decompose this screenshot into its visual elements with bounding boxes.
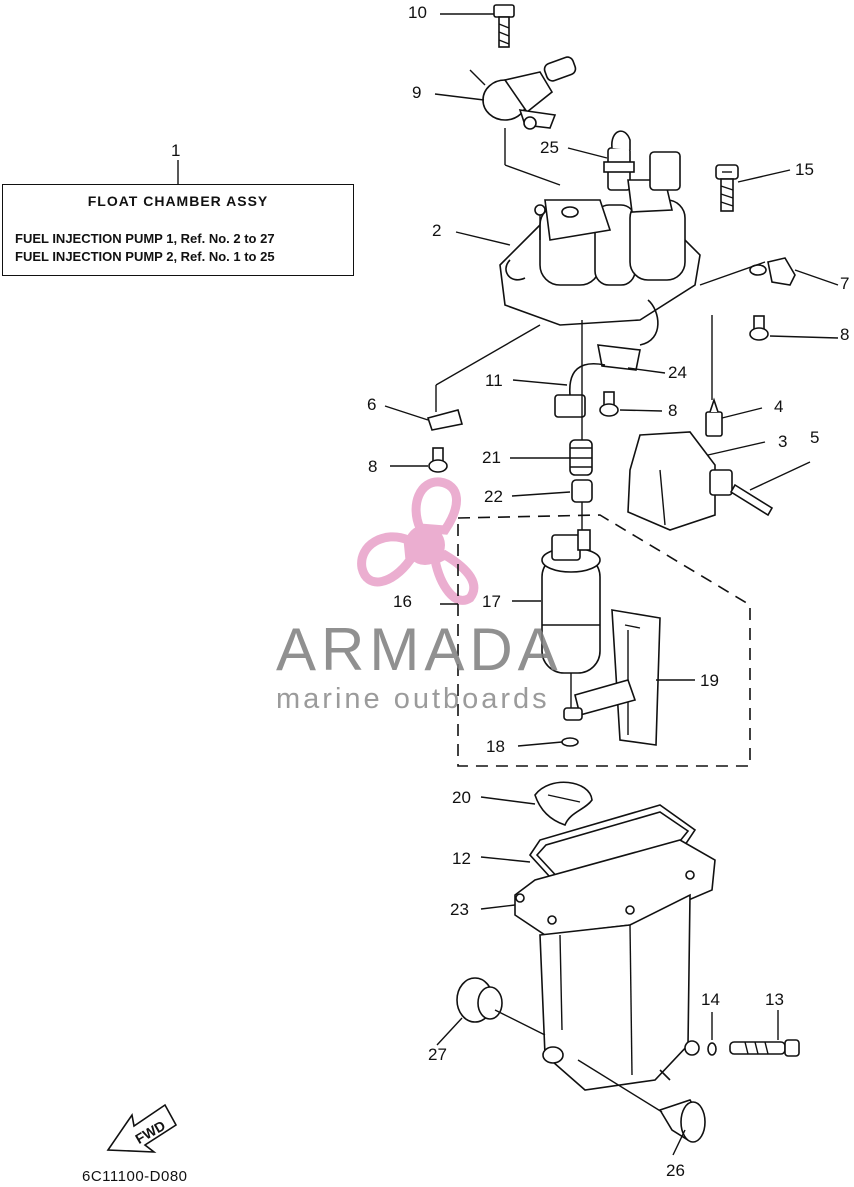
callout-numbers: 1 2 3 4 5 6 7 8 8 8 9 10 11 12 13 14 15 …	[171, 3, 849, 1180]
part-15-screw	[715, 164, 739, 212]
fwd-arrow-icon: FWD	[106, 1103, 178, 1153]
callout-20: 20	[452, 788, 471, 807]
part-4-fitting	[705, 397, 723, 437]
part-21-grommet	[569, 439, 593, 476]
part-25-sensor	[603, 130, 635, 191]
caption-title: FLOAT CHAMBER ASSY	[87, 193, 269, 209]
callout-21: 21	[482, 448, 501, 467]
part-8-screw-right	[749, 315, 769, 341]
part-8-screw-mid	[599, 391, 619, 417]
callout-6: 6	[367, 395, 376, 414]
callout-23: 23	[450, 900, 469, 919]
callout-15: 15	[795, 160, 814, 179]
watermark-brand: ARMADA	[276, 616, 563, 683]
callout-8-left: 8	[368, 457, 377, 476]
part-8-screw-left	[428, 447, 448, 473]
caption-line-1: FUEL INJECTION PUMP 1, Ref. No. 2 to 27	[15, 231, 275, 246]
callout-13: 13	[765, 990, 784, 1009]
part-7-clamp	[749, 257, 796, 286]
callout-5: 5	[810, 428, 819, 447]
callout-8-mid: 8	[668, 401, 677, 420]
callout-25: 25	[540, 138, 559, 157]
callout-24: 24	[668, 363, 687, 382]
part-11-wire-harness	[554, 363, 606, 418]
part-22-sleeve	[571, 479, 593, 503]
part-14-o-ring	[707, 1042, 717, 1056]
part-27-grommet	[456, 977, 503, 1023]
watermark-tagline: marine outboards	[276, 683, 550, 715]
callout-27: 27	[428, 1045, 447, 1064]
callout-16: 16	[393, 592, 412, 611]
callout-10: 10	[408, 3, 427, 22]
callout-26: 26	[666, 1161, 685, 1180]
part-19-filter	[563, 609, 661, 746]
part-2-chamber-cover	[499, 151, 701, 326]
callout-11: 11	[485, 371, 503, 390]
callout-3: 3	[778, 432, 787, 451]
part-23-float-chamber	[514, 839, 716, 1091]
callout-18: 18	[486, 737, 505, 756]
callout-14: 14	[701, 990, 720, 1009]
callout-22: 22	[484, 487, 503, 506]
callout-12: 12	[452, 849, 471, 868]
part-10-bolt	[493, 4, 515, 48]
part-3-cover	[627, 431, 733, 531]
pump-assembly-dashed-border	[457, 514, 751, 767]
callout-9: 9	[412, 83, 421, 102]
part-24-clamp	[597, 299, 659, 371]
part-5-pin	[729, 483, 774, 517]
float-chamber-caption-box: FLOAT CHAMBER ASSY FUEL INJECTION PUMP 1…	[2, 184, 354, 276]
part-18-clip	[561, 737, 579, 747]
callout-4: 4	[774, 397, 783, 416]
callout-17: 17	[482, 592, 501, 611]
part-9-pressure-regulator	[469, 56, 577, 130]
callout-19: 19	[700, 671, 719, 690]
callout-1: 1	[171, 141, 180, 160]
callout-7: 7	[840, 274, 849, 293]
part-13-drain-screw	[729, 1039, 800, 1057]
armada-propeller-logo	[357, 477, 479, 605]
caption-line-2: FUEL INJECTION PUMP 2, Ref. No. 1 to 25	[15, 249, 275, 264]
callout-2: 2	[432, 221, 441, 240]
part-26-plug	[658, 1099, 706, 1143]
part-20-retainer	[534, 781, 593, 827]
part-6-pad	[426, 409, 464, 431]
diagram-code: 6C11100-D080	[82, 1168, 188, 1185]
part-17-fuel-pump	[541, 529, 601, 710]
callout-8-right: 8	[840, 325, 849, 344]
